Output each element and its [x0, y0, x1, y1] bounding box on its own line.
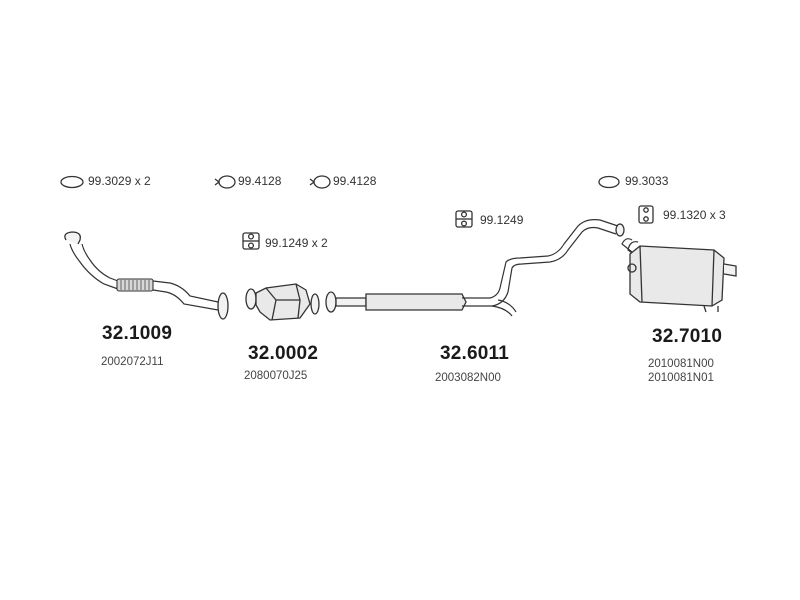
clamp-icon	[214, 175, 236, 189]
rear-silencer-drawing	[621, 238, 737, 313]
hardware-label: 99.4128	[333, 174, 377, 188]
rubber-mount-icon	[455, 210, 473, 228]
catalytic-converter-drawing	[245, 283, 320, 321]
hardware-label: 99.1320 x 3	[663, 208, 726, 222]
gasket-ring-icon	[60, 175, 84, 189]
gasket-ring-icon	[598, 175, 620, 189]
oem-reference: 2002072J11	[101, 356, 164, 368]
part-number: 32.1009	[102, 323, 173, 344]
oem-reference: 2003082N00	[435, 372, 501, 384]
rubber-mount-icon	[242, 232, 260, 250]
oem-reference: 2010081N00	[648, 358, 714, 370]
intermediate-pipe-drawing	[325, 219, 625, 317]
oem-reference: 2010081N01	[648, 372, 714, 384]
rubber-mount-icon	[638, 205, 654, 224]
part-number: 32.7010	[652, 326, 723, 347]
front-pipe-drawing	[64, 231, 229, 320]
oem-reference: 2080070J25	[244, 370, 308, 382]
hardware-label: 99.3033	[625, 174, 669, 188]
clamp-icon	[309, 175, 331, 189]
hardware-label: 99.1249 x 2	[265, 236, 328, 250]
hardware-label: 99.3029 x 2	[88, 174, 151, 188]
hardware-label: 99.1249	[480, 213, 524, 227]
hardware-label: 99.4128	[238, 174, 282, 188]
part-number: 32.6011	[440, 343, 510, 364]
part-number: 32.0002	[248, 343, 319, 364]
